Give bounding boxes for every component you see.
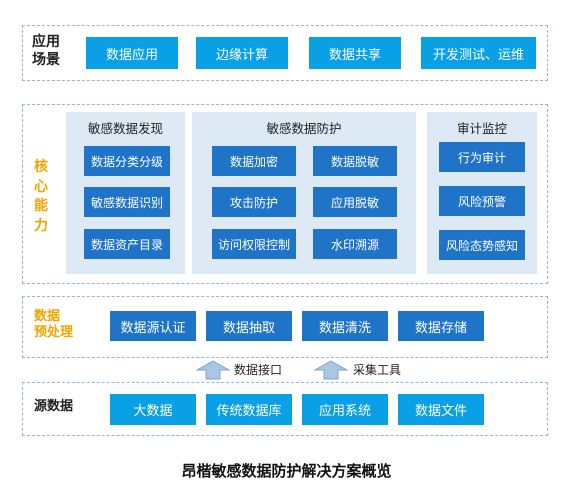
- source-data-layer-label: 源数据: [34, 399, 74, 414]
- panel-title-discovery: 敏感数据发现: [87, 121, 163, 136]
- source-item-data-file: 数据文件: [398, 394, 484, 425]
- protection-item-attack-defense: 攻击防护: [212, 187, 296, 217]
- arrow-label-data-interface: 数据接口: [234, 363, 283, 377]
- panel-title-audit: 审计监控: [456, 121, 507, 136]
- source-item-traditional-db: 传统数据库: [206, 394, 292, 425]
- source-item-app-system: 应用系统: [302, 394, 388, 425]
- arrow-data-interface: [195, 360, 231, 380]
- app-item-data-sharing: 数据共享: [309, 37, 401, 69]
- protection-item-app-masking: 应用脱敏: [313, 187, 397, 217]
- protection-item-masking: 数据脱敏: [313, 146, 397, 176]
- diagram-caption: 昂楷敏感数据防护解决方案概览: [181, 462, 392, 480]
- app-item-data-application: 数据应用: [86, 37, 178, 69]
- audit-item-behavior: 行为审计: [439, 142, 525, 172]
- discovery-item-asset-catalog: 数据资产目录: [84, 229, 170, 259]
- audit-item-risk-situation: 风险态势感知: [439, 230, 525, 260]
- audit-item-risk-warning: 风险预警: [439, 186, 525, 216]
- application-layer-label: 应用 场景: [32, 34, 60, 68]
- protection-item-encryption: 数据加密: [212, 146, 296, 176]
- preprocess-item-source-auth: 数据源认证: [110, 311, 196, 341]
- protection-item-access-control: 访问权限控制: [212, 229, 296, 259]
- panel-title-protection: 敏感数据防护: [266, 121, 342, 136]
- core-capability-label: 核 心 能 力: [34, 159, 48, 234]
- app-item-edge-computing: 边缘计算: [196, 37, 288, 69]
- protection-item-watermark: 水印溯源: [313, 229, 397, 259]
- discovery-item-classification: 数据分类分级: [84, 146, 170, 176]
- up-arrow-icon: [195, 360, 231, 380]
- up-arrow-icon: [313, 360, 349, 380]
- app-item-devtest-ops: 开发测试、运维: [421, 37, 536, 69]
- preprocess-item-storage: 数据存储: [398, 311, 484, 341]
- preprocess-layer-label: 数据 预处理: [34, 309, 74, 341]
- preprocess-item-extraction: 数据抽取: [206, 311, 292, 341]
- arrow-label-collection-tool: 采集工具: [353, 363, 402, 377]
- arrow-collection-tool: [313, 360, 349, 380]
- discovery-item-identification: 敏感数据识别: [84, 187, 170, 217]
- source-item-big-data: 大数据: [110, 394, 196, 425]
- preprocess-item-cleaning: 数据清洗: [302, 311, 388, 341]
